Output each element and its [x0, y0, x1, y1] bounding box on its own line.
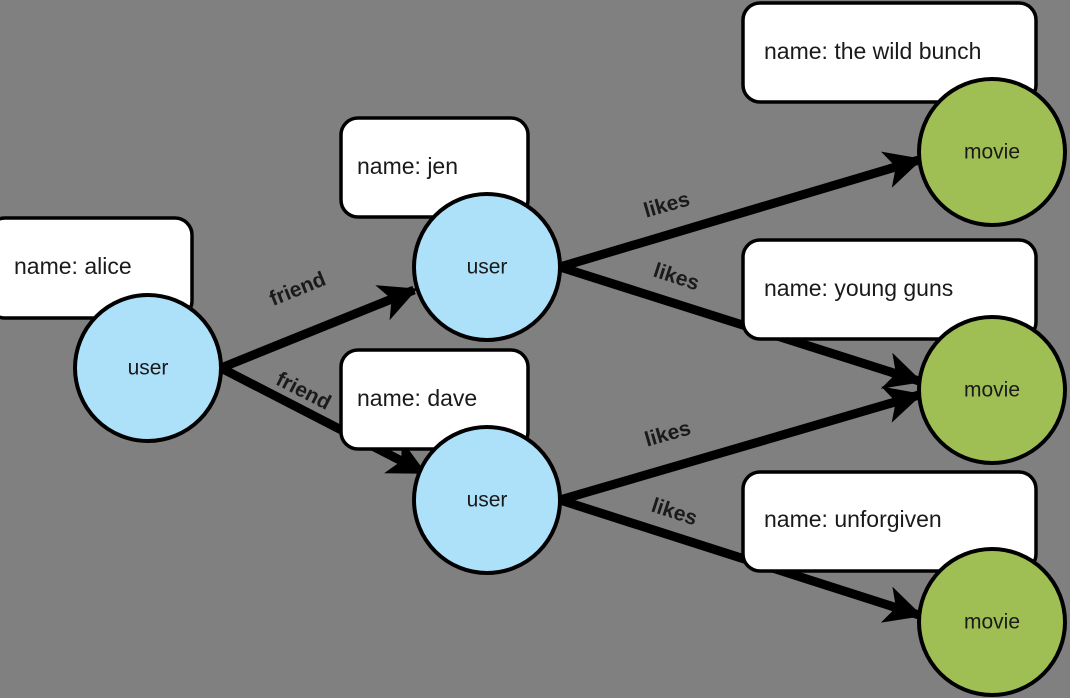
node-unforgiven[interactable]: movie — [917, 547, 1067, 697]
nodes-layer: user user user movie movie movie — [73, 77, 1067, 697]
edge-line — [558, 262, 923, 389]
edge-line — [558, 386, 923, 505]
property-box-unforgiven[interactable]: name: unforgiven — [741, 470, 1038, 573]
node-type-label: user — [128, 357, 169, 380]
node-circle — [917, 315, 1067, 465]
node-circle — [73, 293, 223, 443]
node-type-label: user — [467, 489, 508, 512]
node-the-wild-bunch[interactable]: movie — [917, 77, 1067, 227]
property-box-young-guns[interactable]: name: young guns — [741, 238, 1038, 341]
edge-line — [558, 495, 923, 623]
node-type-label: movie — [964, 611, 1020, 634]
property-box-text: name: unforgiven — [764, 506, 942, 532]
node-circle — [412, 425, 562, 575]
property-box-shape — [0, 216, 194, 320]
node-circle — [412, 192, 562, 342]
node-circle — [917, 77, 1067, 227]
property-box-alice[interactable]: name: alice — [0, 216, 194, 320]
node-type-label: user — [467, 256, 508, 279]
node-alice[interactable]: user — [73, 293, 223, 443]
edge-line — [558, 151, 923, 272]
property-box-the-wild-bunch[interactable]: name: the wild bunch — [741, 1, 1038, 104]
property-box-text: name: the wild bunch — [764, 38, 981, 64]
property-box-text: name: jen — [357, 153, 458, 179]
node-type-label: movie — [964, 379, 1020, 402]
node-circle — [917, 547, 1067, 697]
property-box-text: name: alice — [14, 253, 132, 279]
node-jen[interactable]: user — [412, 192, 562, 342]
node-dave[interactable]: user — [412, 425, 562, 575]
property-box-shape — [741, 238, 1038, 341]
property-box-text: name: young guns — [764, 275, 953, 301]
node-young-guns[interactable]: movie — [917, 315, 1067, 465]
property-box-text: name: dave — [357, 385, 477, 411]
edge-line — [218, 363, 427, 477]
edge-line — [219, 285, 418, 373]
property-box-dave[interactable]: name: dave — [339, 348, 530, 451]
property-box-shape — [741, 1, 1038, 104]
node-type-label: movie — [964, 141, 1020, 164]
property-box-shape — [741, 470, 1038, 573]
property-boxes-layer: name: alice name: jen name: dave name: t… — [0, 1, 1038, 573]
